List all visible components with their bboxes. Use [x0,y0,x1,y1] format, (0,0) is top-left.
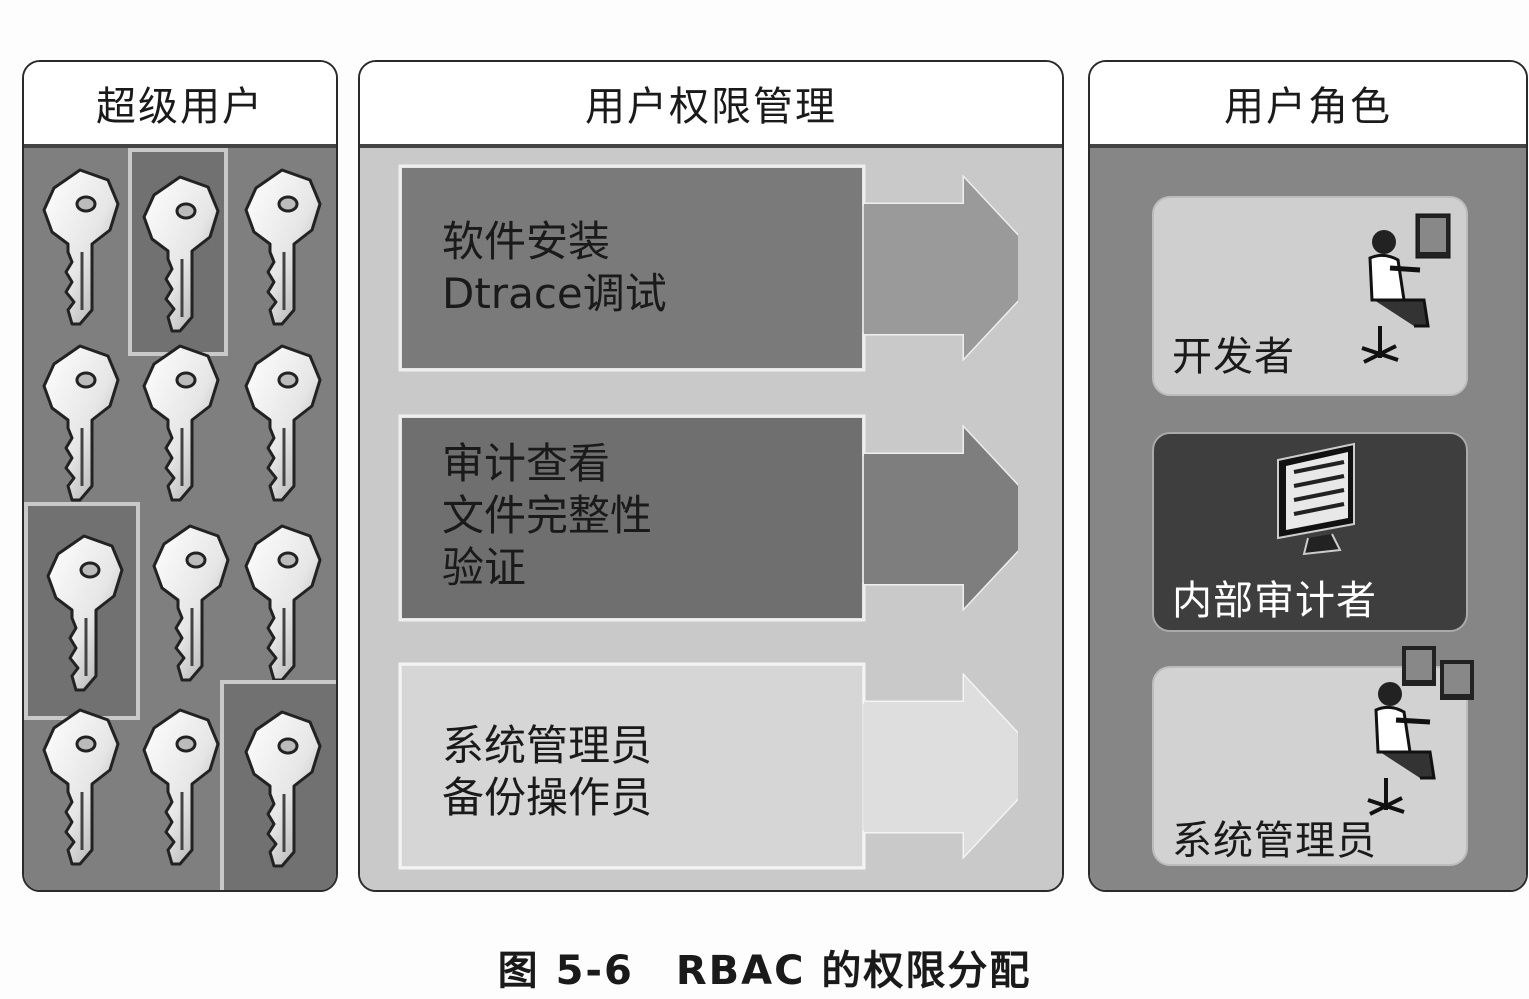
role-list: 开发者 内部审计者 系统管理员 [1090,148,1526,890]
key-icon [234,516,326,686]
privilege-line: 文件完整性 [442,491,653,540]
key-grid [24,148,336,890]
key-icon [32,700,124,870]
role-label: 开发者 [1172,334,1295,380]
key-icon [132,700,224,870]
role-label: 内部审计者 [1172,578,1377,624]
privilege-text: 软件安装 Dtrace调试 [442,216,667,320]
key-icon [24,502,140,720]
role-card-sysadmin: 系统管理员 [1152,646,1474,866]
key-icon [32,336,124,506]
privilege-arrow-audit: 审计查看 文件完整性 验证 [398,410,1018,624]
key-icon [132,336,224,506]
arrow-shape [398,662,1018,870]
privilege-line: 验证 [442,543,527,592]
management-title: 用户权限管理 [360,62,1062,148]
privilege-text: 审计查看 文件完整性 验证 [442,438,652,594]
superuser-panel: 超级用户 [22,60,338,892]
privilege-arrow-software: 软件安装 Dtrace调试 [398,160,1018,374]
arrow-shape [398,414,1018,622]
privilege-line: 备份操作员 [442,773,653,822]
role-card-developer: 开发者 [1152,196,1468,396]
sysadmin-icon [1367,646,1474,816]
privilege-line: 审计查看 [442,439,611,488]
role-card-auditor: 内部审计者 [1152,432,1468,632]
privilege-management-panel: 用户权限管理 软件安装 Dtrace调试 审计查看 文件完整性 验证 [358,60,1064,892]
key-icon [32,160,124,330]
privilege-line: 系统管理员 [442,721,653,770]
privilege-arrows: 软件安装 Dtrace调试 审计查看 文件完整性 验证 [360,148,1062,890]
roles-title: 用户角色 [1090,62,1526,148]
key-icon [220,680,336,890]
key-icon [234,160,326,330]
role-label: 系统管理员 [1172,818,1377,864]
key-icon [142,516,234,686]
privilege-text: 系统管理员 备份操作员 [442,720,652,824]
key-icon [234,336,326,506]
monitor-icon [1277,442,1355,556]
figure-caption: 图 5-6 RBAC 的权限分配 [497,948,1032,994]
user-roles-panel: 用户角色 开发者 内部审计者 [1088,60,1528,892]
developer-icon [1361,213,1451,364]
arrow-shape [398,164,1018,372]
privilege-line: 软件安装 [442,217,611,266]
key-icon [128,148,228,356]
privilege-arrow-admin: 系统管理员 备份操作员 [398,658,1018,872]
superuser-title: 超级用户 [24,62,336,148]
privilege-line: Dtrace调试 [442,269,667,318]
